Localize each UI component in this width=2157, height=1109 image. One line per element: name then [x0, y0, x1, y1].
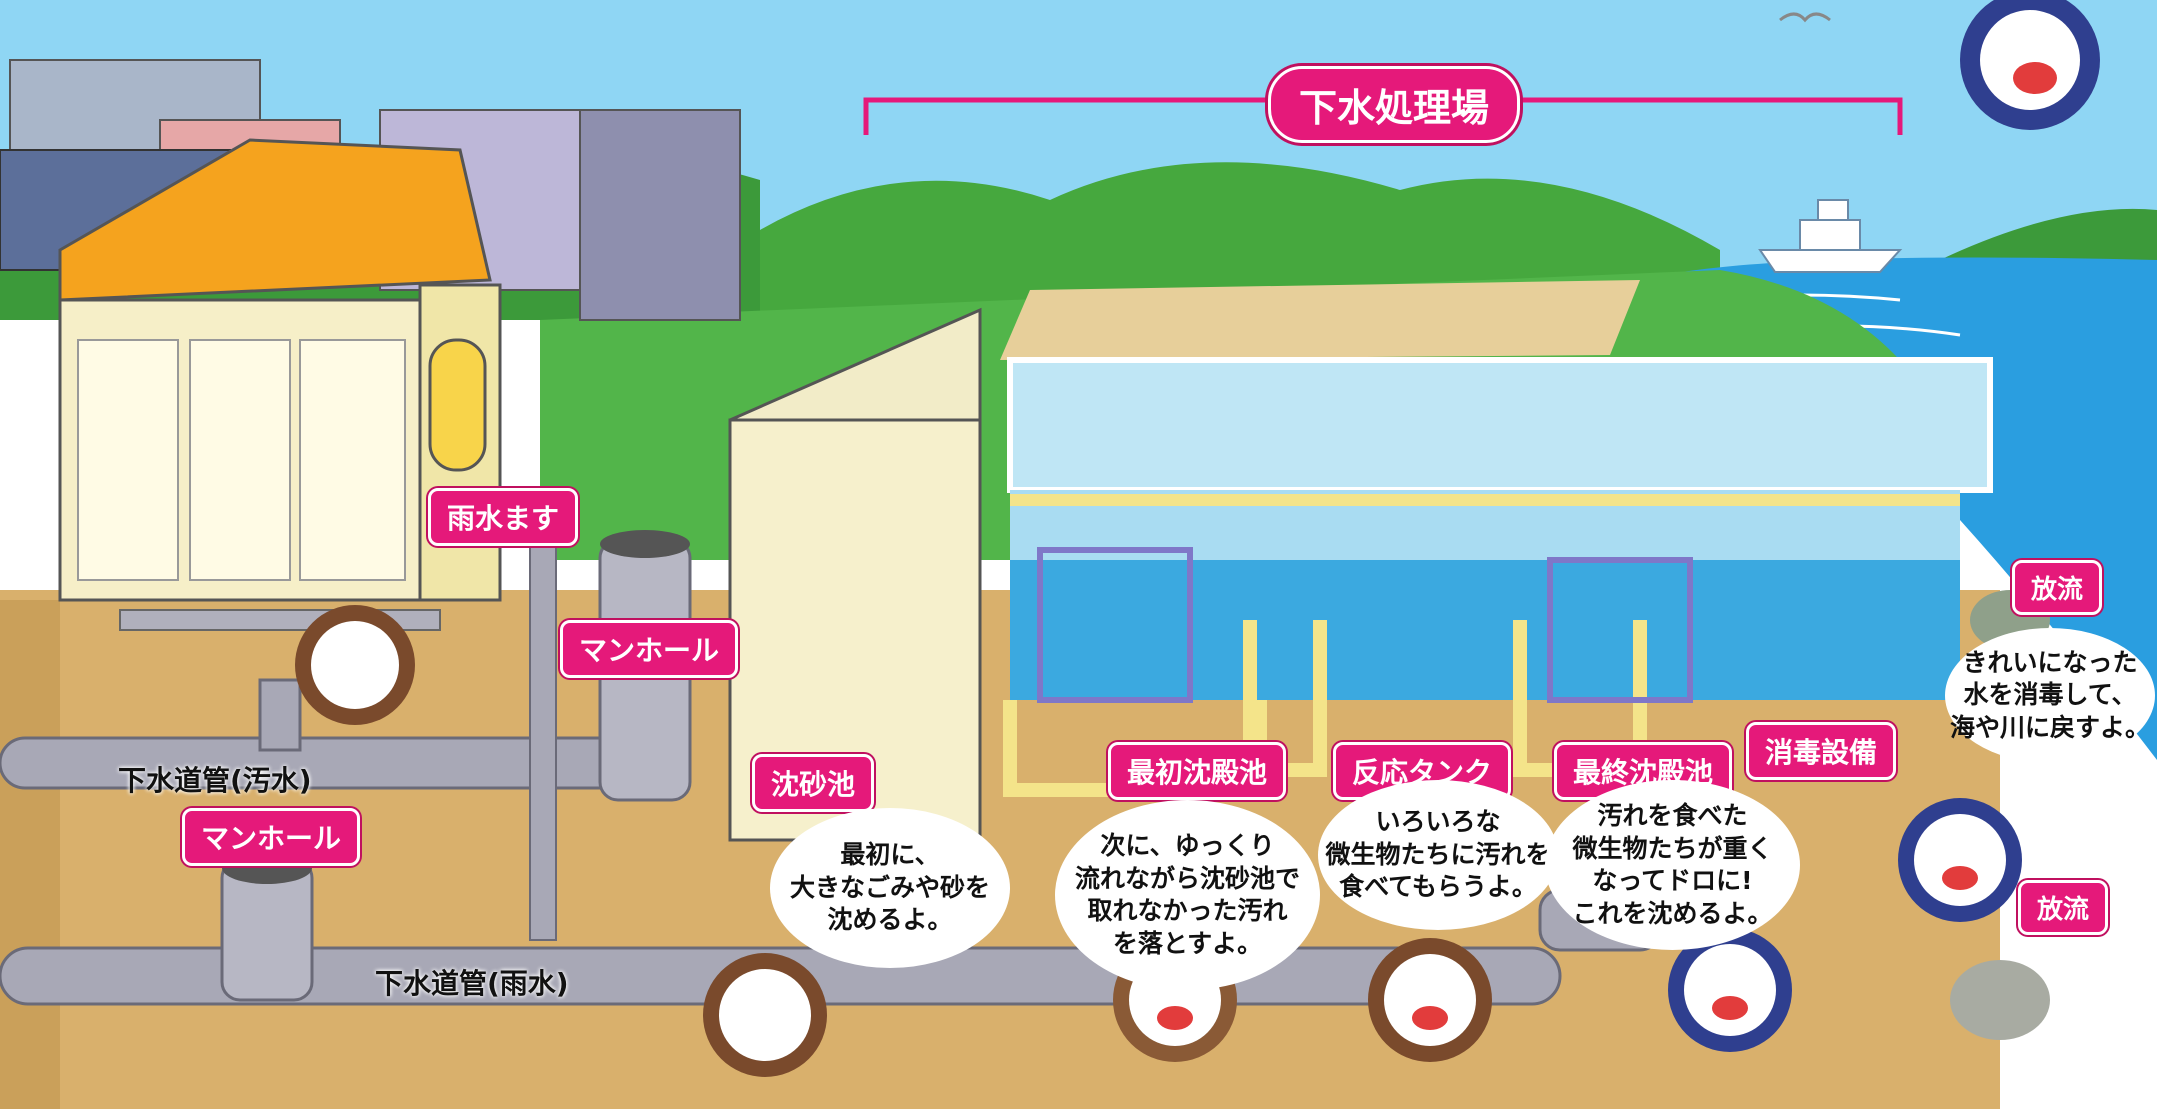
speech-bubble-step-3: いろいろな 微生物たちに汚れを 食べてもらうよ。: [1318, 780, 1558, 930]
label-sewer-sewage: 下水道管(汚水): [118, 764, 312, 797]
speech-text-step-1: 最初に、 大きなごみや砂を 沈めるよ。: [789, 840, 990, 935]
mascot-2: [703, 953, 827, 1077]
label-primary-sedimentation: 最初沈殿池: [1108, 742, 1287, 800]
speech-bubble-step-4: 汚れを食べた 微生物たちが重く なってドロに! これを沈めるよ。: [1545, 780, 1800, 950]
mascot-5: [1668, 928, 1792, 1052]
title-bracket-left: [863, 97, 1270, 135]
sports-field: [1000, 280, 1640, 360]
mascot-4: [1368, 938, 1492, 1062]
mascot-1: [295, 605, 415, 725]
title-bracket-right: [1510, 97, 1903, 135]
seagull: [1779, 12, 1831, 23]
mascot-top: [1960, 0, 2100, 130]
label-grit-chamber: 沈砂池: [752, 754, 875, 812]
house: [58, 138, 502, 631]
mascot-6: [1898, 798, 2022, 922]
label-manhole-top: マンホール: [560, 620, 739, 678]
speech-text-step-2: 次に、ゆっくり 流れながら沈砂池で 取れなかった汚れ を落とすよ。: [1074, 831, 1300, 958]
scraper-2: [1547, 557, 1693, 703]
speech-text-step-4: 汚れを食べた 微生物たちが重く なってドロに! これを沈めるよ。: [1572, 801, 1773, 928]
speech-bubble-step-1: 最初に、 大きなごみや砂を 沈めるよ。: [770, 808, 1010, 968]
label-sewer-rain: 下水道管(雨水): [375, 967, 569, 1000]
treatment-water: [1010, 560, 1960, 700]
label-manhole-bottom: マンホール: [182, 808, 361, 866]
scraper-1: [1037, 547, 1193, 703]
label-disinfection: 消毒設備: [1746, 722, 1897, 780]
sea: [1640, 257, 2157, 760]
title-sewage-treatment-plant: 下水処理場: [1268, 66, 1521, 143]
label-discharge-top: 放流: [2012, 560, 2103, 615]
label-discharge-bottom: 放流: [2018, 880, 2109, 935]
speech-bubble-step-2: 次に、ゆっくり 流れながら沈砂池で 取れなかった汚れ を落とすよ。: [1055, 800, 1320, 990]
label-rain-box: 雨水ます: [428, 488, 579, 546]
speech-bubble-step-5: きれいになった 水を消毒して、 海や川に戻すよ。: [1945, 628, 2155, 763]
speech-text-step-3: いろいろな 微生物たちに汚れを 食べてもらうよ。: [1325, 807, 1551, 902]
speech-text-step-5: きれいになった 水を消毒して、 海や川に戻すよ。: [1949, 647, 2150, 742]
ship: [1758, 199, 1903, 273]
